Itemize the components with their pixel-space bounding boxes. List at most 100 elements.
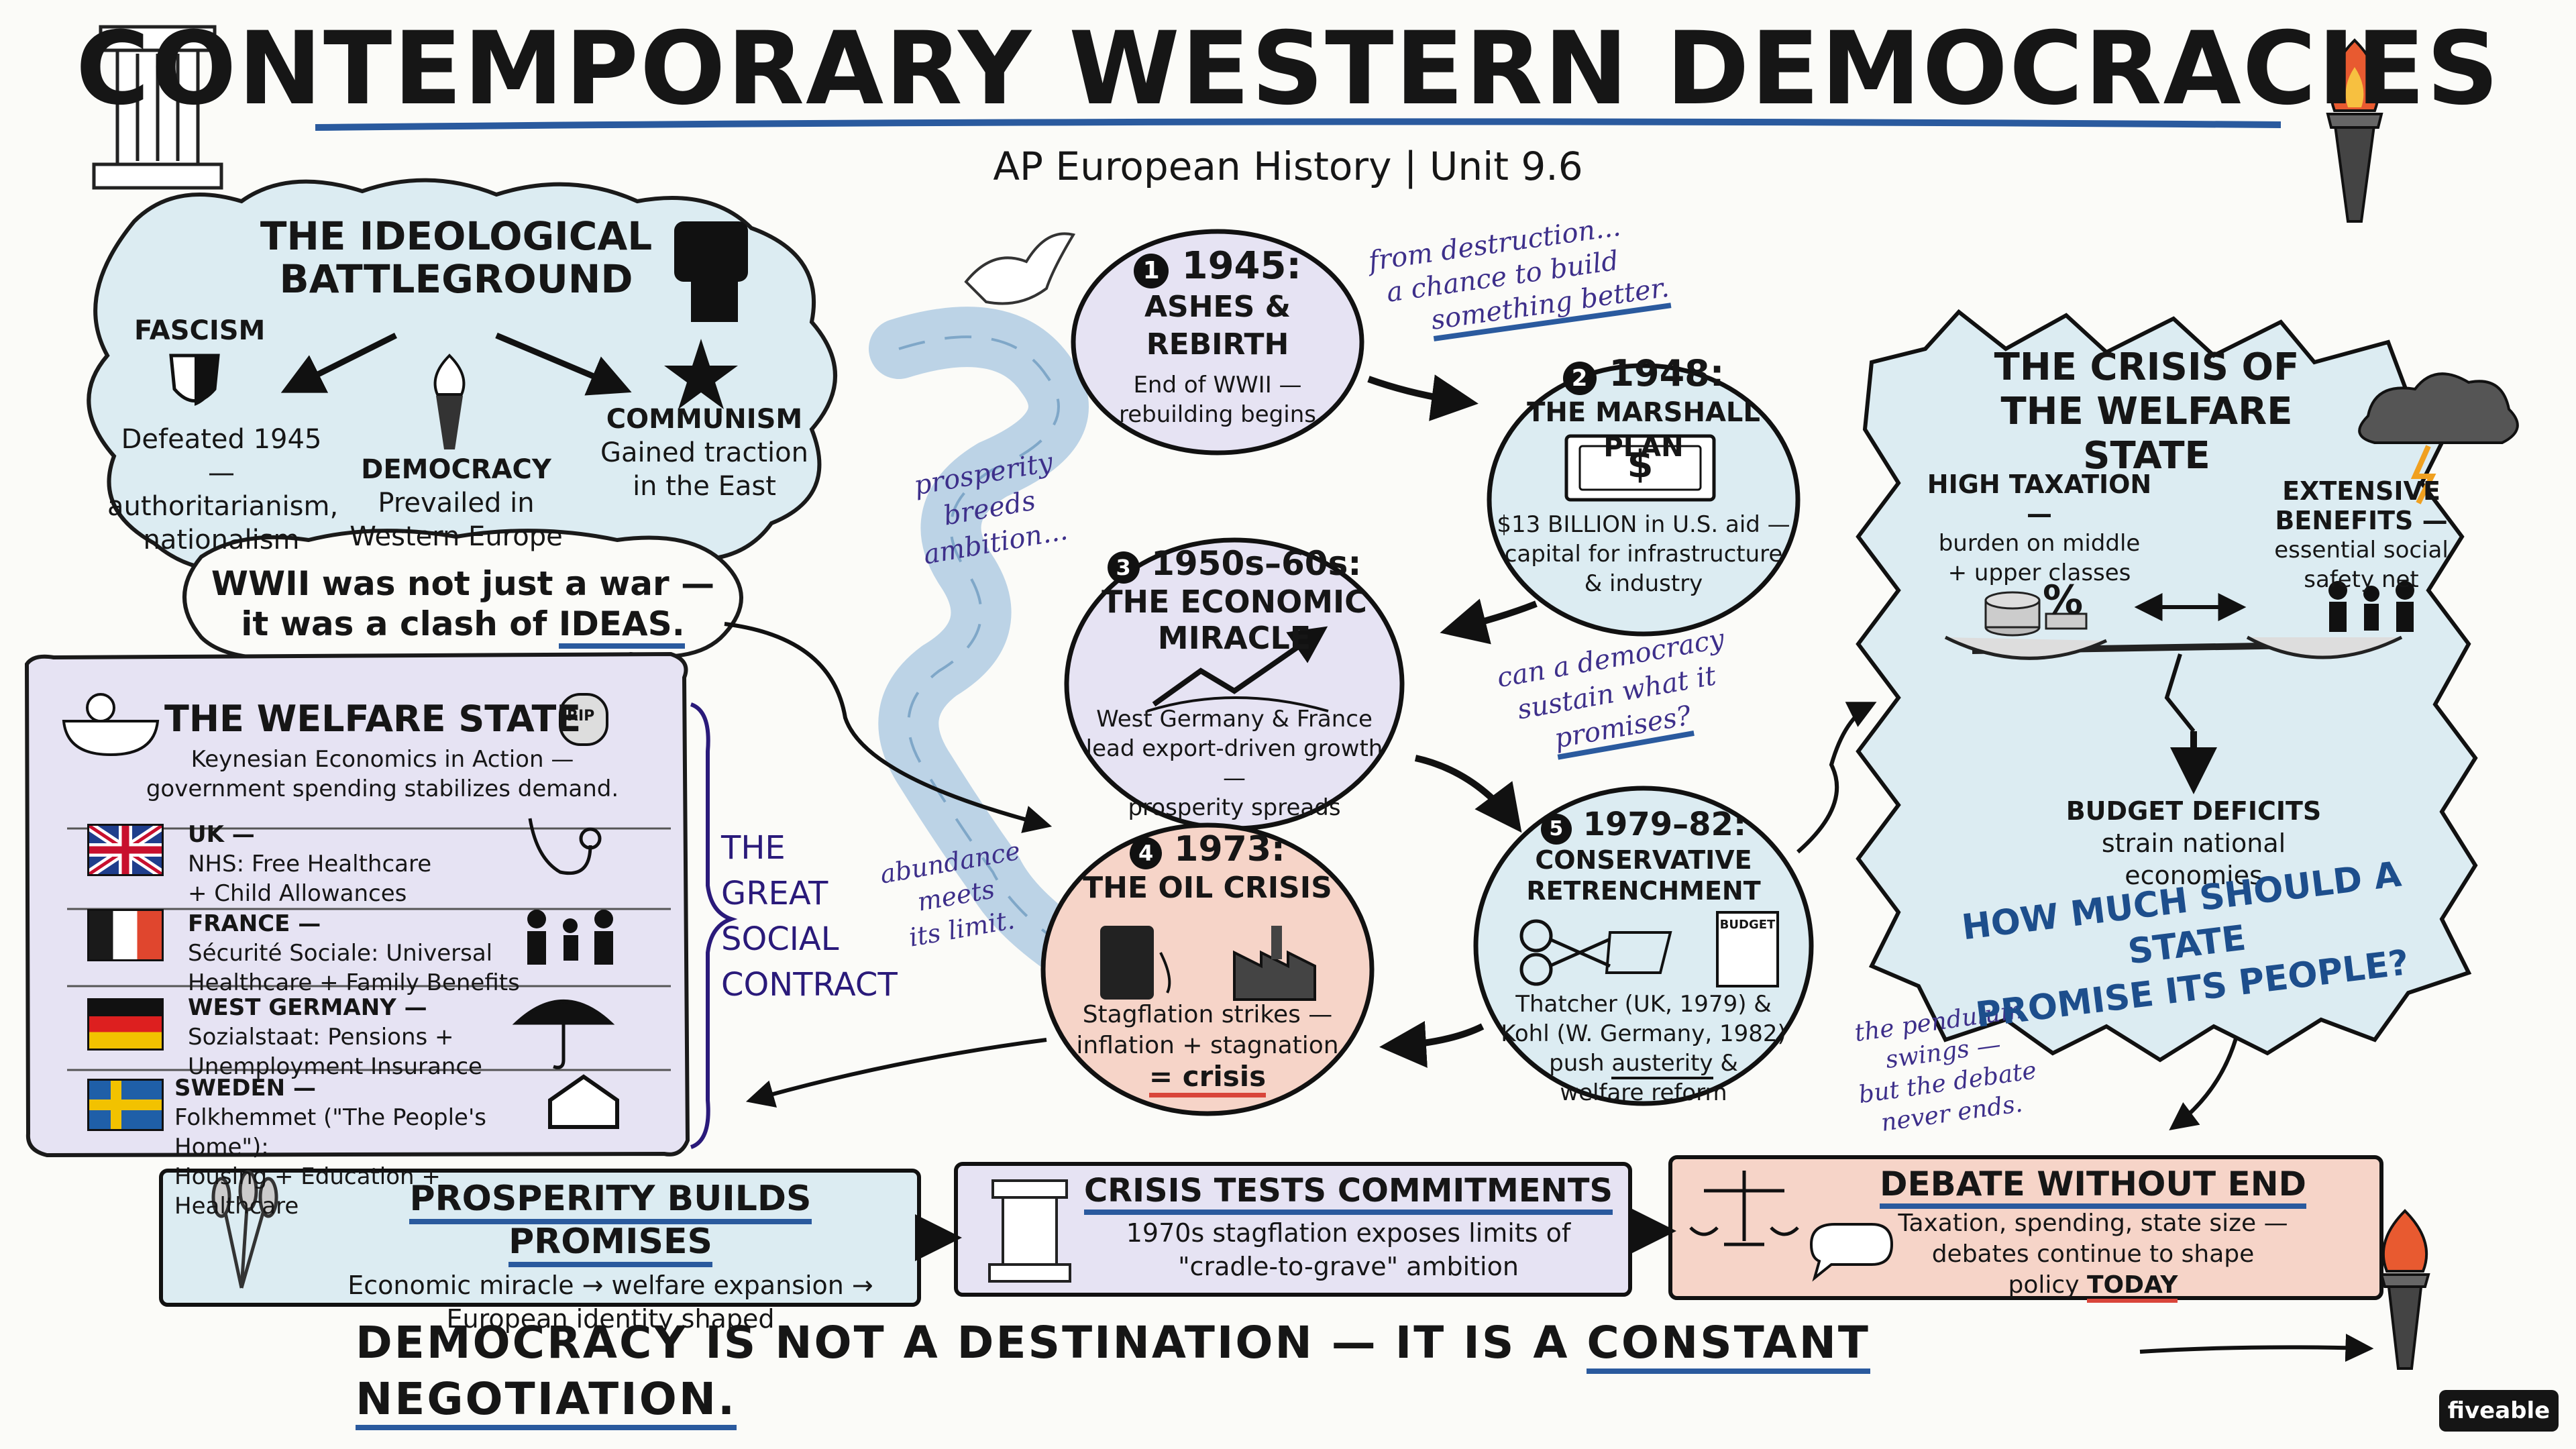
country-france: FRANCE — Sécurité Sociale: Universal Hea…	[188, 909, 537, 998]
france-flag-icon	[87, 909, 164, 961]
tombstone-icon	[559, 693, 608, 746]
country-france-line1: Sécurité Sociale: Universal	[188, 940, 493, 967]
family-icon	[527, 910, 613, 965]
node-1950s-text: 3 1950s–60s: THE ECONOMIC MIRACLE	[1087, 543, 1382, 656]
page-subtitle: AP European History | Unit 9.6	[993, 144, 1583, 189]
ideas-callout-line2-a: it was a clash of	[241, 604, 547, 643]
coins-icon	[1984, 591, 2088, 637]
node-1950s-title: THE ECONOMIC	[1102, 584, 1367, 620]
crisis-title: THE CRISIS OF THE WELFARE STATE	[1939, 345, 2355, 478]
fascism-desc-line3: nationalism	[143, 525, 300, 555]
communism-label: COMMUNISM	[606, 404, 803, 435]
dollar-sign: $	[1627, 443, 1654, 486]
node-1948-title: THE MARSHALL PLAN	[1527, 397, 1760, 463]
country-germany-line2: Unemployment Insurance	[188, 1053, 482, 1080]
country-sweden-line2: Housing + Education + Healthcare	[174, 1163, 441, 1220]
node-1979-line1: Thatcher (UK, 1979) &	[1515, 991, 1772, 1018]
node-1945-line2: rebuilding begins	[1119, 401, 1316, 428]
ideological-title: THE IDEOLOGICAL BATTLEGROUND	[241, 215, 671, 301]
fiveable-logo[interactable]: fiveable	[2439, 1390, 2559, 1432]
box-prosperity-text: PROSPERITY BUILDS PROMISES Economic mira…	[309, 1177, 912, 1336]
node-1973-line1: Stagflation strikes —	[1082, 1001, 1333, 1028]
ideas-callout: WWII was not just a war — it was a clash…	[208, 564, 718, 649]
country-west-germany: WEST GERMANY — Sozialstaat: Pensions + U…	[188, 993, 523, 1081]
box-prosperity-title: PROSPERITY BUILDS PROMISES	[409, 1179, 812, 1267]
node-1979-title2: RETRENCHMENT	[1526, 876, 1761, 906]
box-debate-line2: debates continue to shape	[1931, 1240, 2255, 1268]
node-1950s-year: 1950s–60s:	[1151, 544, 1362, 583]
crisis-starburst	[1856, 309, 2478, 1063]
budget-doc-label: BUDGET	[1719, 918, 1776, 932]
node-1950s-line3: prosperity spreads	[1128, 794, 1341, 821]
arrow-1973-welfare	[745, 1038, 1047, 1108]
social-contract-word3: SOCIAL	[721, 920, 839, 958]
welfare-title: THE WELFARE STATE	[164, 698, 582, 740]
democracy-label: DEMOCRACY	[361, 454, 551, 485]
country-sweden-name: SWEDEN —	[174, 1075, 316, 1102]
growth-arrow-icon	[1152, 626, 1328, 707]
box-debate-title: DEBATE WITHOUT END	[1879, 1165, 2307, 1209]
justice-scale-icon	[1689, 1171, 1799, 1246]
high-taxation-line2: + upper classes	[1947, 559, 2131, 586]
node-1979-number: 5	[1540, 814, 1572, 845]
fascism-label: FASCISM	[134, 315, 266, 346]
node-1973-line3: = crisis	[1148, 1060, 1267, 1097]
box-debate-line3-a: policy	[2008, 1271, 2080, 1299]
dollar-bill-icon	[1564, 434, 1716, 502]
node-1945-text: 1 1945: ASHES & REBIRTH End of WWII — re…	[1087, 245, 1348, 429]
node-1973	[1040, 822, 1375, 1116]
country-uk-name: UK —	[188, 821, 255, 848]
arrow-1979-crisis	[1796, 702, 1877, 854]
sweden-flag-icon	[87, 1079, 164, 1131]
communism-desc-line1: Gained traction	[600, 437, 808, 468]
percent-icon: %	[2043, 577, 2084, 624]
box-prosperity-line1: Economic miracle → welfare expansion →	[347, 1271, 873, 1300]
scissors-icon	[1519, 919, 1672, 986]
arrow-1948-1950s	[1440, 598, 1538, 645]
node-1973-line2: inflation + stagnation	[1076, 1032, 1339, 1059]
country-sweden-line1: Folkhemmet ("The People's Home"):	[174, 1104, 487, 1161]
budget-doc-icon	[1716, 911, 1779, 987]
people-icon	[2328, 581, 2414, 632]
box-crisis-tests-text: CRISIS TESTS COMMITMENTS 1970s stagflati…	[1080, 1171, 1617, 1283]
country-germany-name: WEST GERMANY —	[188, 994, 427, 1021]
node-1979-year: 1979–82:	[1582, 806, 1747, 843]
welfare-desc-line1: Keynesian Economics in Action —	[191, 746, 574, 773]
node-1950s-desc: West Germany & France lead export-driven…	[1080, 704, 1389, 822]
node-1948-year: 1948:	[1609, 352, 1725, 394]
great-social-contract-brace	[690, 702, 738, 1149]
country-uk-line2: + Child Allowances	[188, 880, 407, 907]
box-crisis-tests-line2: "cradle-to-grave" ambition	[1178, 1252, 1519, 1281]
country-france-name: FRANCE —	[188, 910, 321, 937]
extensive-benefits-line1: essential social	[2274, 537, 2449, 564]
footer-tagline-a: DEMOCRACY IS NOT A DESTINATION — IT IS A	[356, 1317, 1570, 1368]
country-uk: UK — NHS: Free Healthcare + Child Allowa…	[188, 820, 523, 908]
crisis-title-line1: THE CRISIS OF	[1994, 345, 2300, 389]
country-germany-line1: Sozialstaat: Pensions +	[188, 1024, 454, 1051]
fascism-description: Defeated 1945 — authoritarianism, nation…	[107, 423, 338, 557]
fascism-desc-line1: Defeated 1945 —	[121, 424, 322, 488]
arrow-footer	[2139, 1334, 2374, 1362]
box-debate-today: TODAY	[2086, 1271, 2178, 1303]
uk-flag-icon	[87, 822, 164, 878]
social-contract-word1: THE	[721, 829, 786, 867]
node-1948-line2: capital for infrastructure	[1504, 541, 1783, 568]
crisis-title-line2: THE WELFARE STATE	[2000, 390, 2293, 478]
box-prosperity-line2: European identity shaped	[446, 1304, 775, 1334]
oil-barrel-icon	[1100, 926, 1171, 1000]
node-1950s-line2: lead export-driven growth —	[1085, 735, 1383, 792]
node-1950s-title2: MIRACLE	[1157, 620, 1311, 656]
node-1979-austerity: austerity	[1611, 1050, 1713, 1079]
social-contract-word2: GREAT	[721, 875, 828, 912]
democracy-desc-line2: Western Europe	[350, 521, 563, 552]
node-1945-title: ASHES & REBIRTH	[1144, 290, 1291, 362]
dove-icon	[964, 232, 1076, 305]
arrow-1979-1973	[1379, 1020, 1485, 1068]
communism-block: COMMUNISM Gained traction in the East	[597, 402, 812, 503]
country-uk-line1: NHS: Free Healthcare	[188, 851, 432, 877]
budget-deficits-label: BUDGET DEFICITS	[2065, 796, 2322, 826]
node-1973-number: 4	[1130, 837, 1163, 869]
high-taxation-line1: burden on middle	[1938, 530, 2141, 557]
speech-bubble-icon	[1809, 1223, 1894, 1282]
node-1945-line1: End of WWII —	[1133, 372, 1302, 398]
